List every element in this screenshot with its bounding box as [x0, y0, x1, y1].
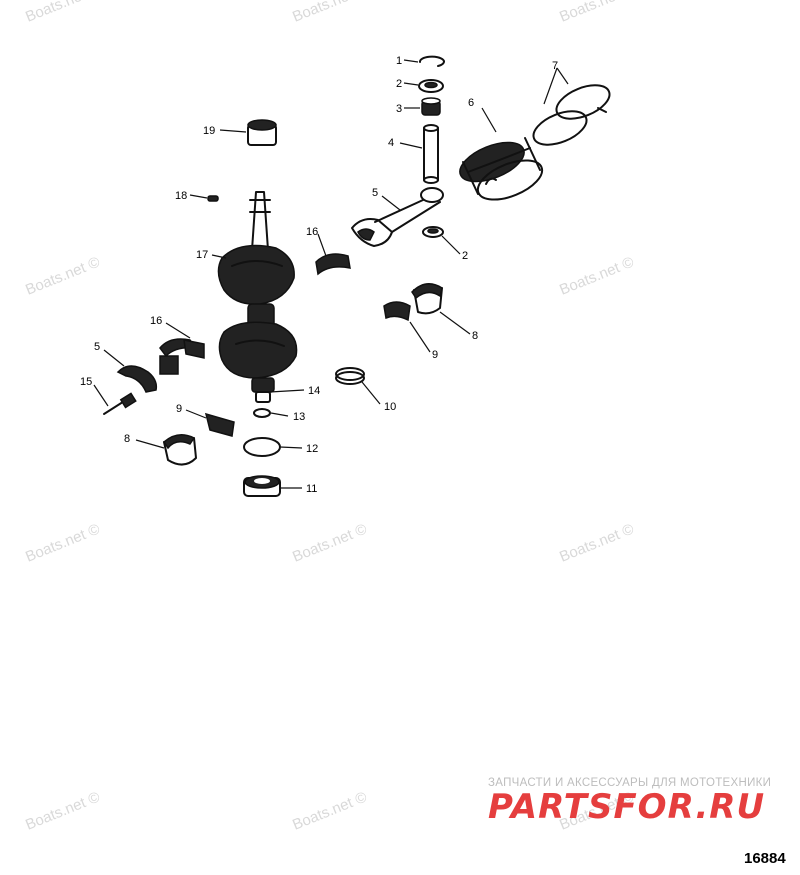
- part-needle-bearing-crank-upper[interactable]: [315, 253, 351, 276]
- callout-1: 1: [396, 55, 402, 67]
- part-needle-bearing-upper[interactable]: [421, 97, 441, 116]
- callout-17: 17: [196, 249, 208, 261]
- leader-lines: [93, 59, 569, 489]
- callout-2: 2: [396, 78, 402, 90]
- callout-5: 5: [372, 187, 378, 199]
- part-lower-oil-seal[interactable]: [243, 475, 281, 497]
- part-washer-lower[interactable]: [422, 226, 444, 238]
- callout-5: 5: [94, 341, 100, 353]
- watermark: Boats.net ©: [23, 520, 102, 565]
- part-o-ring-small[interactable]: [253, 408, 271, 418]
- part-connecting-rod[interactable]: [351, 187, 444, 247]
- watermark: Boats.net ©: [557, 253, 636, 298]
- watermark: Boats.net ©: [23, 0, 102, 26]
- callout-10: 10: [384, 401, 396, 413]
- callout-16: 16: [150, 315, 162, 327]
- watermark: Boats.net ©: [23, 253, 102, 298]
- callout-11: 11: [306, 483, 317, 495]
- watermark: Boats.net ©: [557, 520, 636, 565]
- part-rod-bolt[interactable]: [103, 392, 137, 415]
- watermark: Boats.net ©: [23, 788, 102, 833]
- watermark: Boats.net ©: [557, 0, 636, 26]
- callout-16: 16: [306, 226, 318, 238]
- watermark: Boats.net ©: [290, 0, 369, 26]
- callout-13: 13: [293, 411, 305, 423]
- watermarks: Boats.net © Boats.net © Boats.net © Boat…: [23, 0, 636, 834]
- callout-8: 8: [124, 433, 130, 445]
- part-roller-bearing-right[interactable]: [383, 301, 411, 322]
- callout-15: 15: [80, 376, 92, 388]
- part-washer-upper[interactable]: [418, 79, 444, 93]
- callout-19: 19: [203, 125, 215, 137]
- part-rod-cap[interactable]: [116, 365, 158, 393]
- callout-9: 9: [176, 403, 182, 415]
- part-roller-bearing-left[interactable]: [204, 412, 235, 437]
- part-bearing-race-left[interactable]: [163, 434, 197, 466]
- callout-4: 4: [388, 137, 394, 149]
- callout-12: 12: [306, 443, 318, 455]
- part-needle-bearing-crank-lower[interactable]: [159, 338, 205, 375]
- partsfor-logo[interactable]: PARTSFOR.RU: [488, 788, 788, 824]
- brand-tagline: ЗАПЧАСТИ И АКСЕССУАРЫ ДЛЯ МОТОТЕХНИКИ: [488, 777, 772, 789]
- diagram-number: 16884: [744, 850, 786, 867]
- callout-14: 14: [308, 385, 320, 397]
- callout-7: 7: [552, 60, 558, 72]
- part-bearing-race-right[interactable]: [411, 283, 443, 315]
- callout-3: 3: [396, 103, 402, 115]
- part-piston[interactable]: [454, 134, 547, 207]
- part-o-ring-large[interactable]: [243, 437, 281, 457]
- part-crankshaft[interactable]: [217, 191, 298, 403]
- part-piston-pin[interactable]: [423, 124, 439, 184]
- part-upper-oil-seal[interactable]: [247, 119, 277, 146]
- callout-2: 2: [462, 250, 468, 262]
- watermark: Boats.net ©: [290, 788, 369, 833]
- part-retaining-ring[interactable]: [419, 55, 445, 67]
- part-dowel-pin[interactable]: [207, 195, 219, 202]
- callout-9: 9: [432, 349, 438, 361]
- logo-text: PARTSFOR.RU: [488, 788, 765, 824]
- watermark: Boats.net ©: [290, 520, 369, 565]
- callout-6: 6: [468, 97, 474, 109]
- callout-18: 18: [175, 190, 187, 202]
- part-piston-rings[interactable]: [529, 79, 614, 152]
- callout-numbers: 1 2 3 4 5 6 7 19 18 17 16 2 16 5 15 9 8 …: [80, 55, 558, 495]
- callout-8: 8: [472, 330, 478, 342]
- part-crank-retaining-ring[interactable]: [335, 367, 365, 385]
